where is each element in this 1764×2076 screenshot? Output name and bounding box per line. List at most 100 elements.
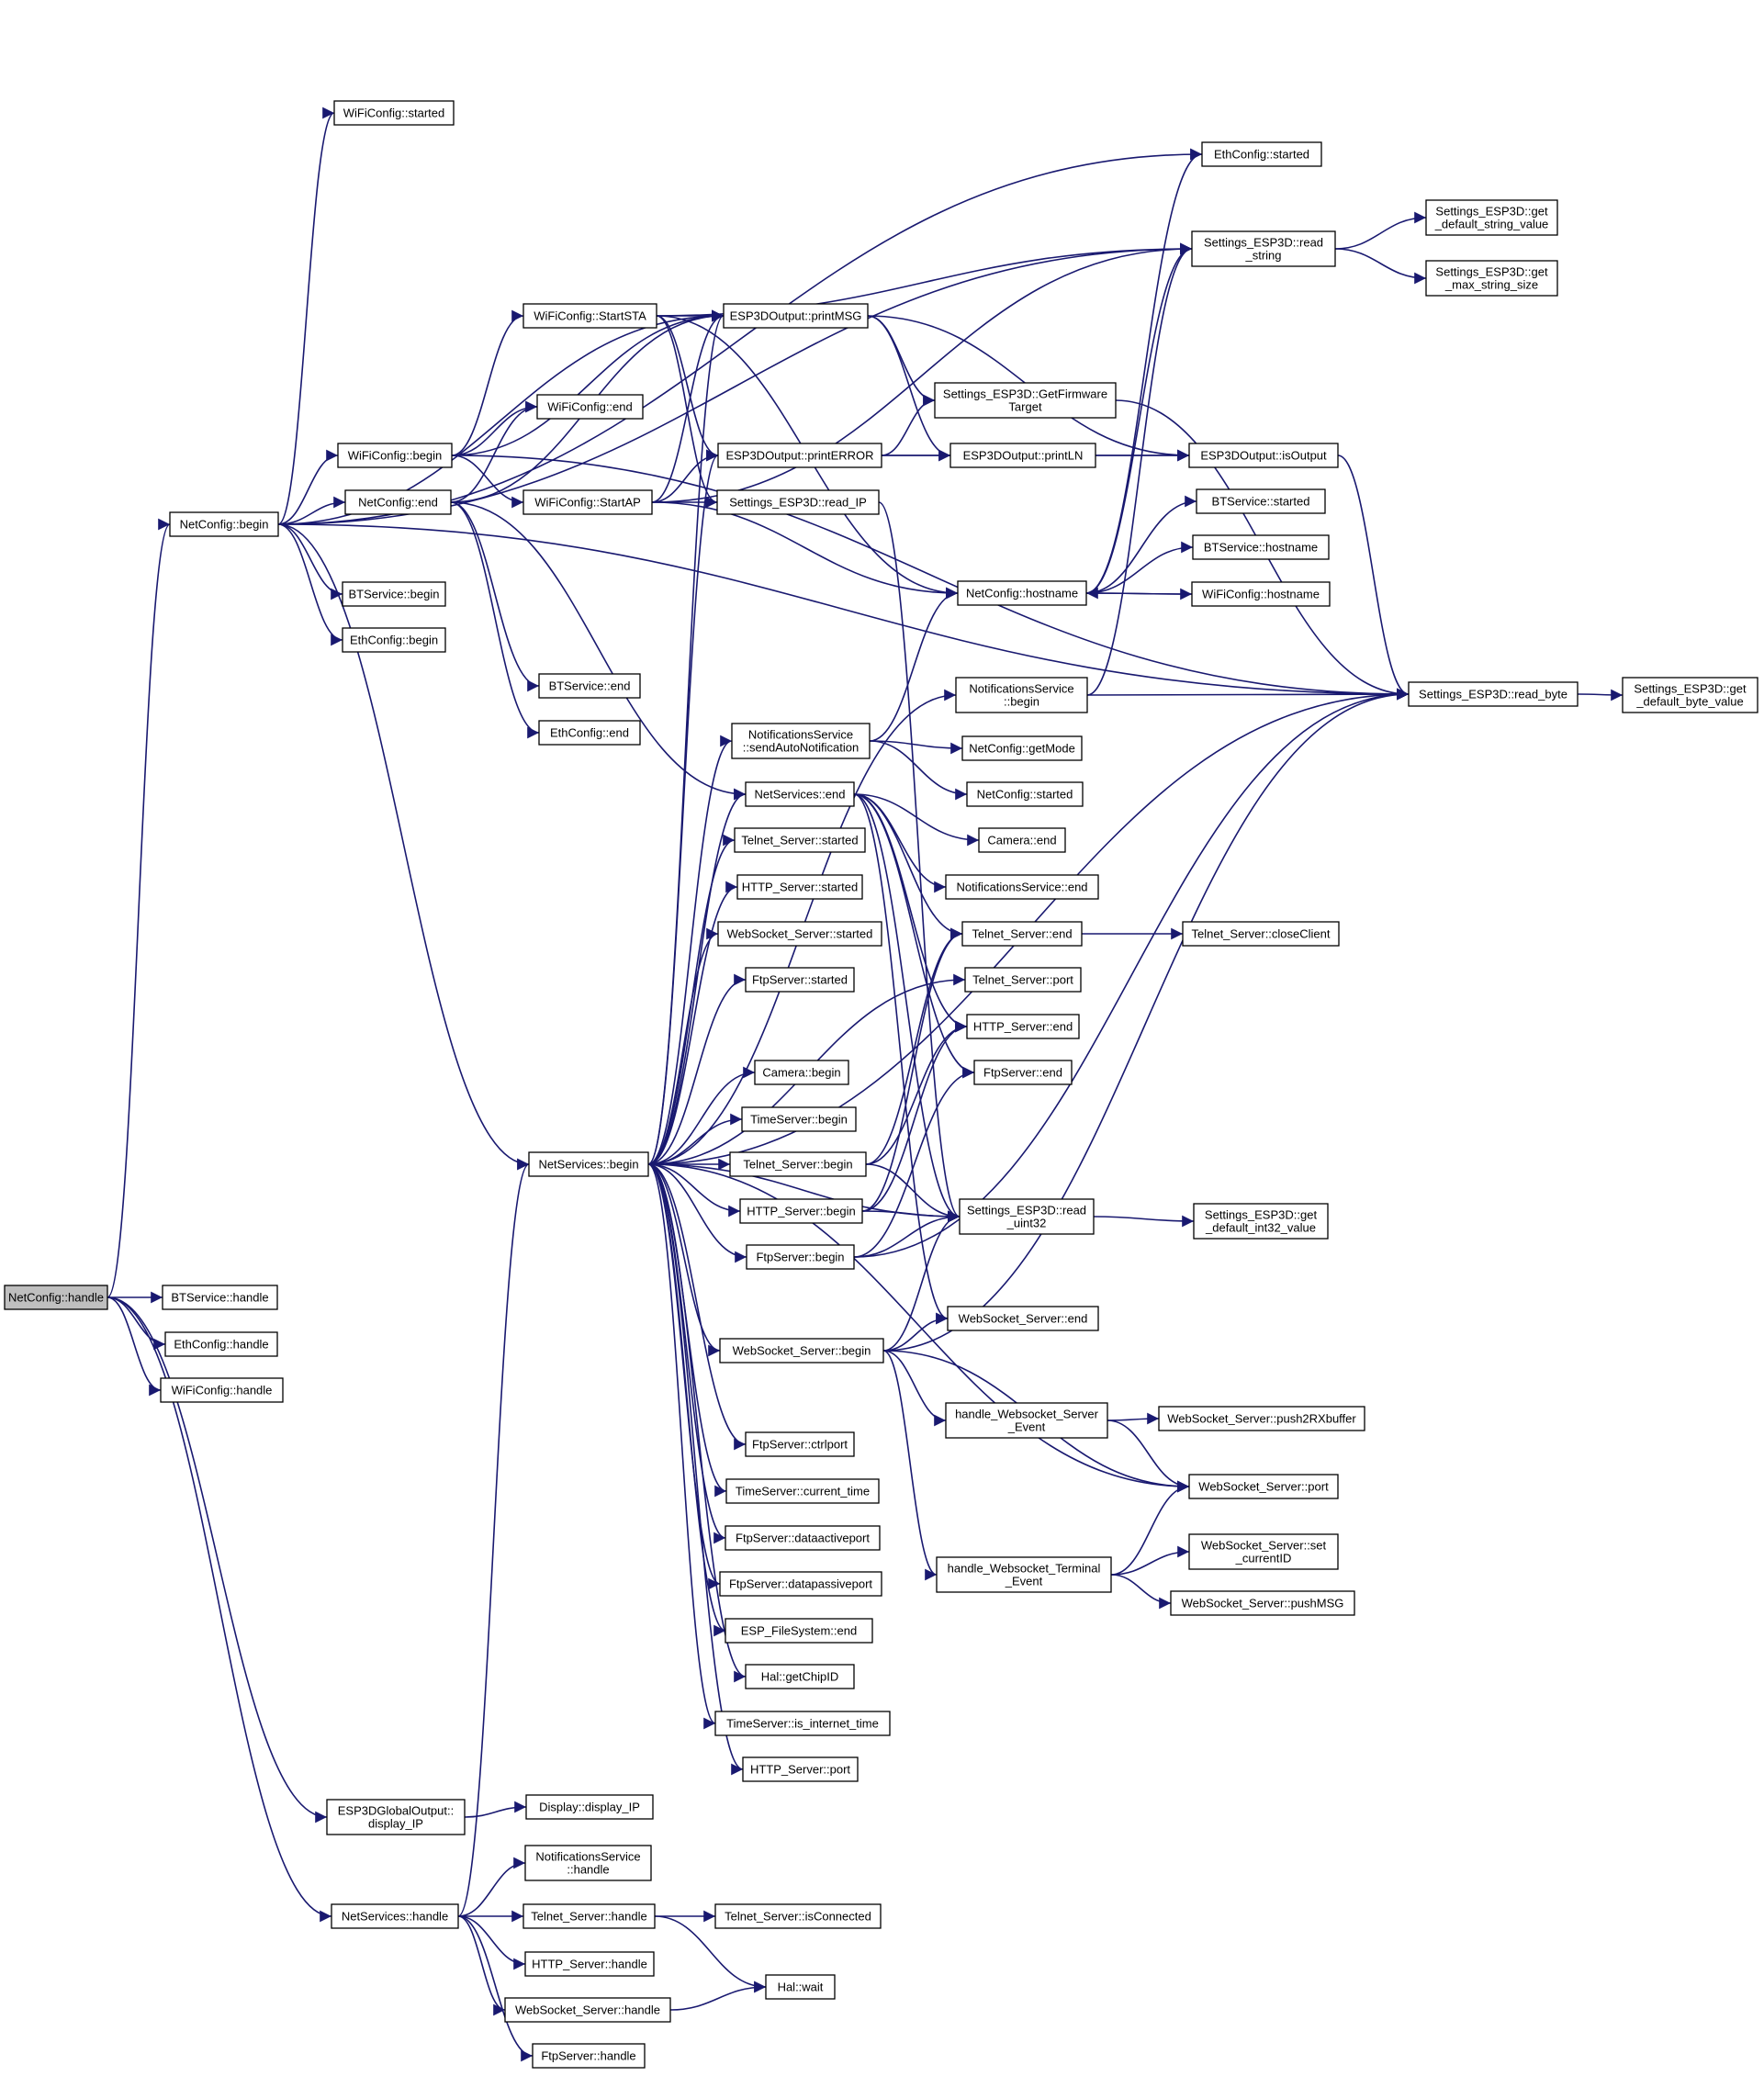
node-time-isinternet[interactable]: TimeServer::is_internet_time [714, 1711, 891, 1736]
node-telnet-isconnected[interactable]: Telnet_Server::isConnected [714, 1903, 882, 1929]
node-set-readip[interactable]: Settings_ESP3D::read_IP [716, 489, 880, 515]
node-netcfg-started[interactable]: NetConfig::started [966, 781, 1084, 807]
node-telnet-port[interactable]: Telnet_Server::port [964, 967, 1082, 993]
edge-http_begin-to-set_readuint32 [861, 1210, 961, 1223]
node-camera-begin[interactable]: Camera::begin [754, 1060, 849, 1085]
node-label: FtpServer::handle [541, 2049, 635, 2063]
node-camera-end[interactable]: Camera::end [978, 827, 1066, 853]
node-set-readbyte[interactable]: Settings_ESP3D::read_byte [1408, 681, 1579, 707]
node-netsvc-begin[interactable]: NetServices::begin [528, 1151, 649, 1177]
node-time-current[interactable]: TimeServer::current_time [725, 1478, 880, 1504]
edge-ws_begin-to-handle_term_event [882, 1350, 938, 1581]
node-eth-end[interactable]: EthConfig::end [538, 720, 641, 746]
node-telnet-started[interactable]: Telnet_Server::started [734, 827, 866, 853]
node-set-getdefbyte[interactable]: Settings_ESP3D::get_default_byte_value [1622, 677, 1758, 713]
node-label: NetConfig::started [977, 788, 1073, 802]
node-eth-handle[interactable]: EthConfig::handle [164, 1331, 278, 1357]
node-time-begin[interactable]: TimeServer::begin [741, 1106, 857, 1132]
node-ftp-handle[interactable]: FtpServer::handle [532, 2043, 646, 2069]
node-ws-end[interactable]: WebSocket_Server::end [947, 1306, 1099, 1331]
node-netcfg-begin[interactable]: NetConfig::begin [169, 511, 279, 537]
node-http-begin[interactable]: HTTP_Server::begin [739, 1198, 863, 1224]
node-wifi-startap[interactable]: WiFiConfig::StartAP [522, 489, 653, 515]
node-netsvc-end[interactable]: NetServices::end [745, 781, 855, 807]
node-out-isoutput[interactable]: ESP3DOutput::isOutput [1188, 443, 1339, 468]
node-notif-end[interactable]: NotificationsService::end [945, 874, 1099, 900]
node-label: _max_string_size [1444, 278, 1538, 292]
node-hal-chipid[interactable]: Hal::getChipID [745, 1664, 855, 1689]
node-eth-started[interactable]: EthConfig::started [1201, 141, 1322, 167]
node-box [765, 1974, 836, 2000]
node-notif-handle[interactable]: NotificationsService::handle [524, 1845, 652, 1881]
node-root[interactable]: NetConfig::handle [4, 1285, 108, 1310]
node-ws-setcurrentid[interactable]: WebSocket_Server::set_currentID [1188, 1533, 1339, 1570]
node-ws-started[interactable]: WebSocket_Server::started [717, 921, 882, 947]
node-telnet-end[interactable]: Telnet_Server::end [961, 921, 1083, 947]
node-notif-begin[interactable]: NotificationsService::begin [955, 677, 1088, 713]
node-notif-sendauto[interactable]: NotificationsService::sendAutoNotificati… [731, 723, 871, 759]
node-ftp-ctrlport[interactable]: FtpServer::ctrlport [745, 1431, 855, 1457]
node-netcfg-end[interactable]: NetConfig::end [344, 489, 452, 515]
node-fs-end[interactable]: ESP_FileSystem::end [725, 1618, 873, 1644]
edge-netsvc_handle-to-http_handle [457, 1915, 526, 1970]
node-telnet-handle[interactable]: Telnet_Server::handle [522, 1903, 656, 1929]
node-box [538, 673, 641, 699]
edge-netcfg_begin-to-wifi_started [277, 107, 335, 525]
node-bt-end[interactable]: BTService::end [538, 673, 641, 699]
node-set-getmaxstring[interactable]: Settings_ESP3D::get_max_string_size [1425, 260, 1558, 297]
node-ws-port[interactable]: WebSocket_Server::port [1188, 1474, 1339, 1499]
node-ws-handle[interactable]: WebSocket_Server::handle [504, 1997, 671, 2023]
node-bt-handle[interactable]: BTService::handle [162, 1285, 278, 1310]
node-set-getdefint32[interactable]: Settings_ESP3D::get_default_int32_value [1193, 1203, 1329, 1240]
node-ws-push2rx[interactable]: WebSocket_Server::push2RXbuffer [1158, 1406, 1365, 1431]
node-hal-wait[interactable]: Hal::wait [765, 1974, 836, 2000]
node-wifi-begin[interactable]: WiFiConfig::begin [337, 443, 453, 468]
node-telnet-begin[interactable]: Telnet_Server::begin [729, 1151, 867, 1177]
node-eth-begin[interactable]: EthConfig::begin [342, 627, 446, 653]
node-set-readuint32[interactable]: Settings_ESP3D::read_uint32 [959, 1198, 1095, 1235]
node-netcfg-hostname[interactable]: NetConfig::hostname [957, 580, 1087, 606]
node-set-getdefstring[interactable]: Settings_ESP3D::get_default_string_value [1425, 199, 1558, 236]
node-netsvc-handle[interactable]: NetServices::handle [331, 1903, 459, 1929]
node-box [162, 1285, 278, 1310]
edge-netcfg_hostname-to-bt_hostname [1085, 541, 1194, 594]
node-display-ip[interactable]: Display::display_IP [525, 1794, 654, 1820]
edge-netcfg_begin-to-wifi_begin [277, 449, 339, 525]
node-http-end[interactable]: HTTP_Server::end [966, 1014, 1080, 1039]
node-bt-hostname[interactable]: BTService::hostname [1192, 534, 1330, 560]
node-ws-pushmsg[interactable]: WebSocket_Server::pushMSG [1170, 1590, 1355, 1616]
node-http-handle[interactable]: HTTP_Server::handle [524, 1951, 655, 1977]
node-out-println[interactable]: ESP3DOutput::printLN [949, 443, 1096, 468]
node-out-printerror[interactable]: ESP3DOutput::printERROR [717, 443, 882, 468]
node-label: BTService::end [549, 679, 631, 693]
node-set-readstring[interactable]: Settings_ESP3D::read_string [1191, 230, 1336, 267]
node-http-port[interactable]: HTTP_Server::port [742, 1756, 859, 1782]
node-netcfg-getmode[interactable]: NetConfig::getMode [961, 735, 1083, 761]
node-http-started[interactable]: HTTP_Server::started [736, 874, 863, 900]
node-handle-term-event[interactable]: handle_Websocket_Terminal_Event [936, 1556, 1112, 1593]
node-global-displayip[interactable]: ESP3DGlobalOutput::display_IP [326, 1799, 466, 1835]
node-bt-started[interactable]: BTService::started [1196, 488, 1326, 514]
node-ftp-datapassive[interactable]: FtpServer::datapassiveport [719, 1571, 882, 1597]
node-box [739, 1198, 863, 1224]
node-box [729, 1151, 867, 1177]
node-ftp-started[interactable]: FtpServer::started [745, 967, 855, 993]
edge-notif_sendauto-to-netcfg_getmode [869, 740, 963, 755]
node-out-printmsg[interactable]: ESP3DOutput::printMSG [723, 303, 869, 329]
node-wifi-started[interactable]: WiFiConfig::started [333, 100, 455, 126]
node-handle-ws-event[interactable]: handle_Websocket_Server_Event [945, 1402, 1108, 1439]
node-ws-begin[interactable]: WebSocket_Server::begin [719, 1338, 884, 1363]
edge-netsvc_begin-to-notif_sendauto [647, 735, 733, 1165]
node-wifi-hostname[interactable]: WiFiConfig::hostname [1191, 581, 1331, 607]
node-ftp-begin[interactable]: FtpServer::begin [746, 1244, 855, 1270]
node-bt-begin[interactable]: BTService::begin [342, 581, 446, 607]
node-ftp-end[interactable]: FtpServer::end [973, 1060, 1073, 1085]
node-label: BTService::started [1212, 495, 1310, 509]
node-wifi-handle[interactable]: WiFiConfig::handle [160, 1377, 284, 1403]
node-wifi-startsta[interactable]: WiFiConfig::StartSTA [522, 303, 657, 329]
edge-netsvc_end-to-camera_end [853, 793, 980, 847]
node-ftp-dataactive[interactable]: FtpServer::dataactiveport [725, 1525, 881, 1551]
node-telnet-closeclient[interactable]: Telnet_Server::closeClient [1182, 921, 1340, 947]
node-wifi-end[interactable]: WiFiConfig::end [536, 394, 644, 420]
